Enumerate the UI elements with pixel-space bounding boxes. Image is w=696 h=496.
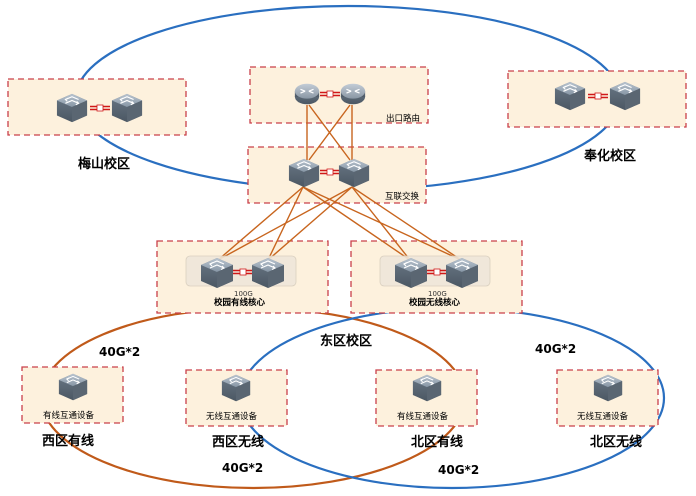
core-uplinks [217, 186, 462, 261]
north-wireless-device-label: 无线互通设备 [577, 411, 629, 422]
meishan-campus-label: 梅山校区 [78, 156, 130, 172]
fenghua-campus-label: 奉化校区 [583, 148, 636, 164]
west-wireless-device-label: 无线互通设备 [206, 411, 258, 422]
bandwidth-label-bottom-right: 40G*2 [438, 463, 479, 477]
wireless-core-label: 校园无线核心 [409, 297, 461, 308]
egress-router-icon [340, 83, 366, 105]
wired-core-label: 校园有线核心 [214, 297, 266, 308]
bandwidth-label-left: 40G*2 [99, 345, 140, 359]
north-wireless-area-label: 北区无线 [590, 434, 642, 450]
west-wireless-area-label: 西区无线 [212, 434, 264, 450]
egress-uplinks [306, 104, 353, 161]
egress-router-icon [294, 83, 320, 105]
north-wired-area-label: 北区有线 [411, 434, 463, 450]
wireless-core-100g-label: 100G [428, 290, 447, 298]
bandwidth-label-bottom-left: 40G*2 [222, 461, 263, 475]
egress-router-label: 出口路由 [386, 113, 420, 124]
wired-core-100g-label: 100G [234, 290, 253, 298]
dongqu-campus-label: 东区校区 [320, 333, 372, 349]
north-wired-device-label: 有线互通设备 [397, 411, 449, 422]
west-wired-area-label: 西区有线 [42, 433, 94, 449]
interconnect-switch-box [247, 146, 427, 204]
west-wired-device-label: 有线互通设备 [43, 410, 95, 421]
interconnect-switch-label: 互联交换 [385, 191, 420, 202]
bandwidth-label-right: 40G*2 [535, 342, 576, 356]
